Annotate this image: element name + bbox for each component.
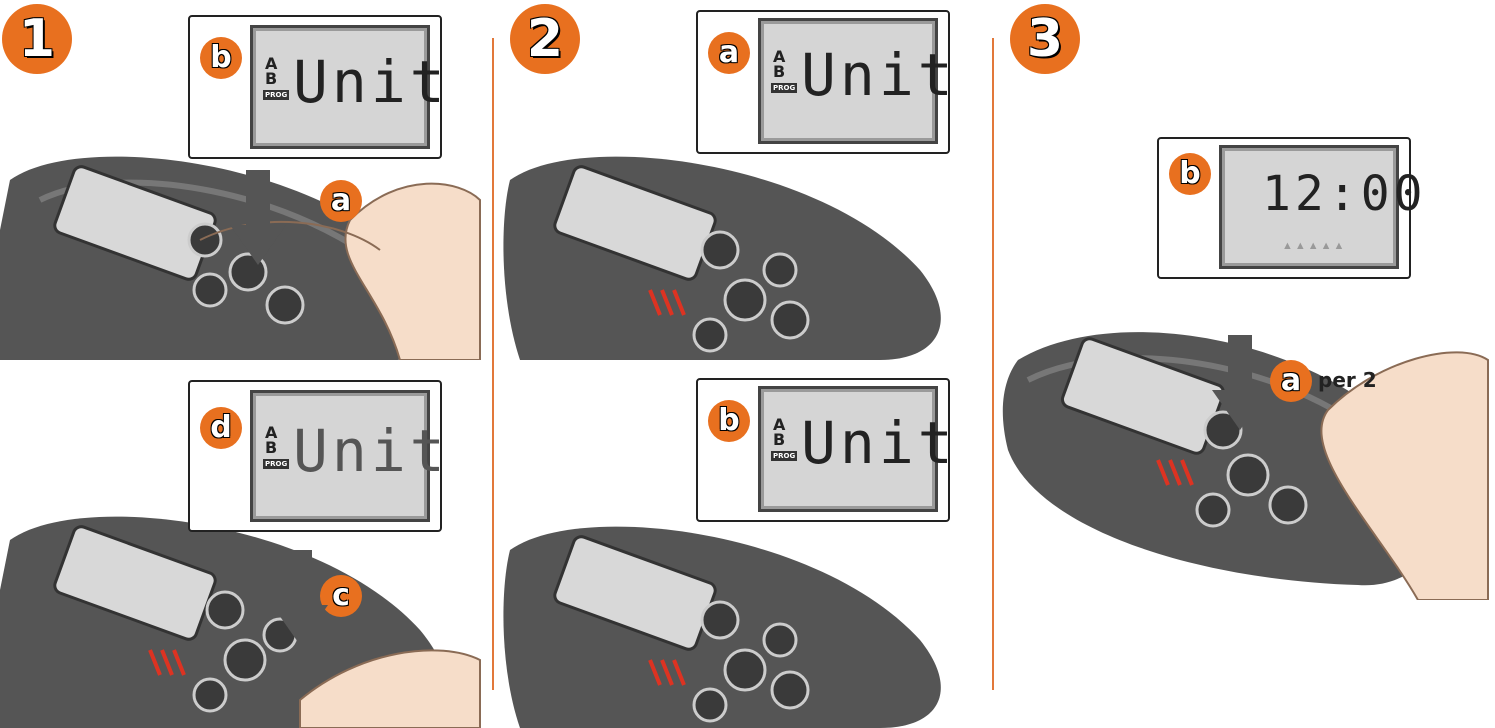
press-arrow (270, 550, 330, 650)
press-arrow (228, 170, 288, 270)
prog-indicator: PROG (771, 451, 797, 461)
label-text: b (1179, 159, 1200, 189)
step-number: 3 (1027, 9, 1063, 69)
step-2-badge: 2 (510, 4, 580, 74)
label-text: a (1281, 366, 1301, 396)
lcd-unit-text: Unit (293, 417, 449, 485)
label-text: d (210, 413, 231, 443)
controller-device-1c (0, 500, 490, 728)
label-a: a (708, 32, 750, 74)
label-text: b (210, 43, 231, 73)
prog-indicator: PROG (771, 83, 797, 93)
zone-indicators: ▲▲▲▲▲ (1282, 240, 1346, 252)
label-b: b (1169, 153, 1211, 195)
label-a: a (1270, 360, 1312, 402)
step-number: 2 (527, 9, 563, 69)
callout-3b: b 12:00 ▲▲▲▲▲ (1157, 137, 1411, 279)
label-text: c (332, 581, 350, 611)
press-arrow (1210, 335, 1270, 435)
prog-indicator: PROG (263, 90, 289, 100)
divider (492, 38, 494, 690)
prog-indicator: PROG (263, 459, 289, 469)
lcd-screen: 12:00 ▲▲▲▲▲ (1219, 145, 1399, 269)
divider (992, 38, 994, 690)
label-b: b (200, 37, 242, 79)
label-d: d (200, 407, 242, 449)
lcd-time-text: 12:00 (1262, 166, 1427, 222)
press-duration-note: per 2 (1318, 368, 1377, 392)
label-text: a (719, 38, 739, 68)
step-3-badge: 3 (1010, 4, 1080, 74)
controller-device-2a (500, 140, 990, 360)
label-text: b (718, 406, 739, 436)
label-b: b (708, 400, 750, 442)
controller-device-2b (500, 510, 990, 728)
lcd-unit-text: Unit (293, 48, 449, 116)
label-a: a (320, 180, 362, 222)
step-number: 1 (19, 9, 55, 69)
step-1-badge: 1 (2, 4, 72, 74)
lcd-unit-text: Unit (801, 409, 957, 477)
lcd-unit-text: Unit (801, 41, 957, 109)
label-text: a (331, 186, 351, 216)
